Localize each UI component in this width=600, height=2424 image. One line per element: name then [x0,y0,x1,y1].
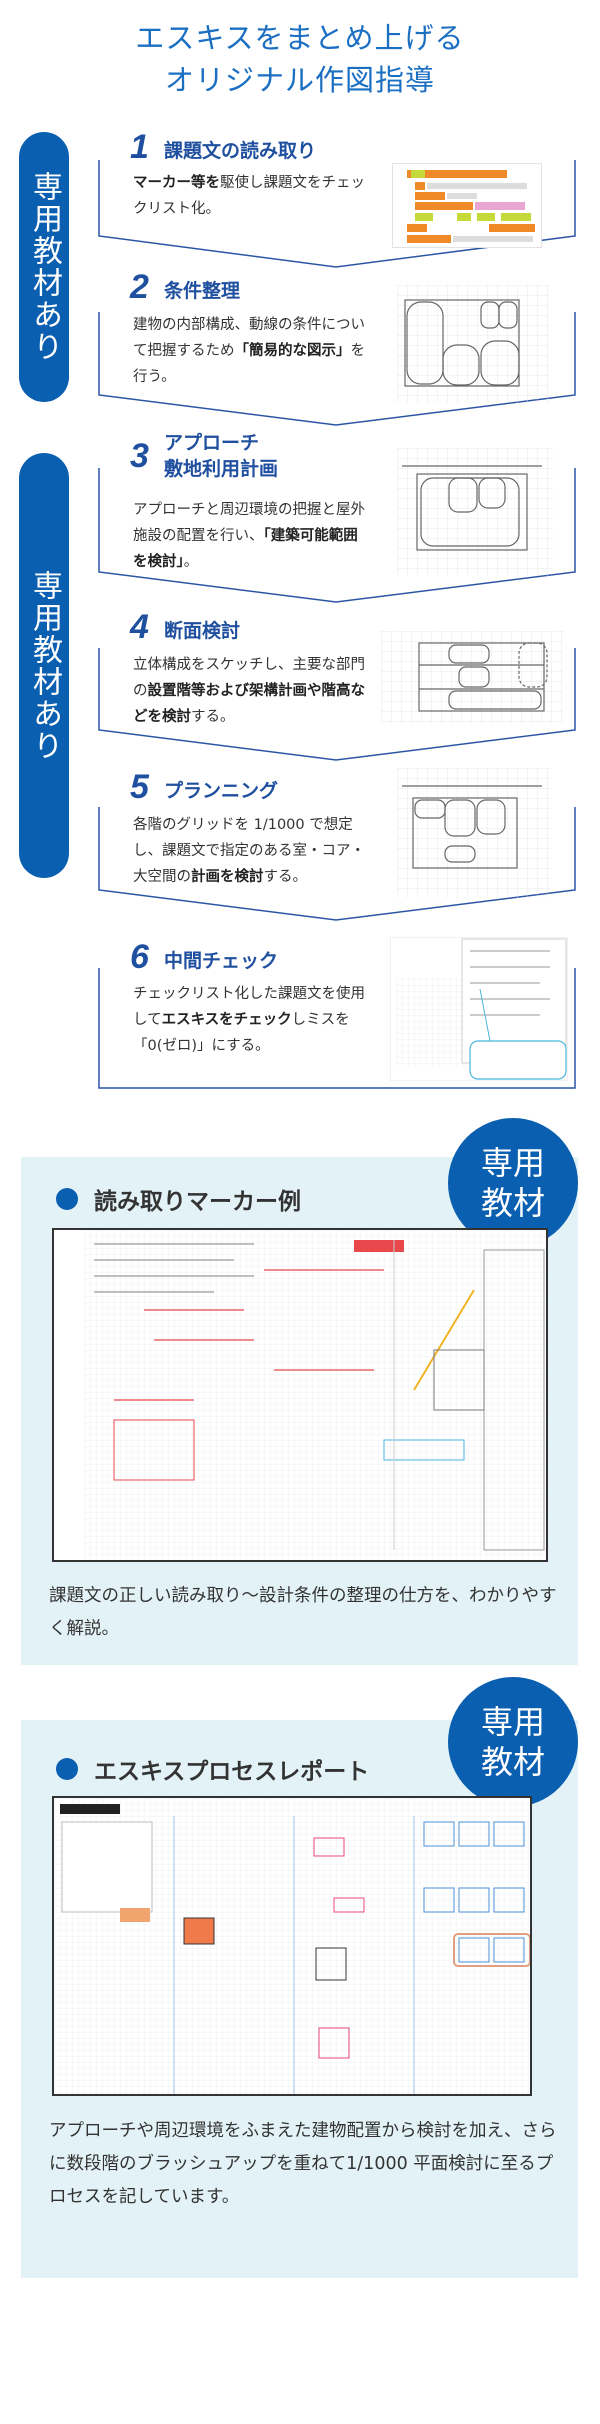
step-label: 課題文の読み取り [164,140,317,162]
step-number: 6 [130,938,149,976]
bullet-dot-icon [56,1188,78,1210]
step-6-title: 6 中間チェック [130,940,278,974]
condition-sketch-image [397,285,549,403]
step-label: プランニング [164,780,279,802]
step-label: アプローチ 敷地利用計画 [164,432,279,480]
page-title-line-2: オリジナル作図指導 [164,63,435,97]
section-description: アプローチや周辺環境をふまえた建物配置から検討を加え、さらに数段階のブラッシュア… [49,2121,557,2207]
page-title-line-1: エスキスをまとめ上げる [135,21,465,55]
planning-sketch-image [397,768,551,898]
esquisse-report-document-image [52,1796,532,2096]
step-flow-outline [98,160,576,1089]
step-label: 断面検討 [164,620,241,642]
step-number: 1 [130,128,149,166]
step-number: 3 [130,437,149,475]
section-heading: エスキスプロセスレポート [56,1752,369,1786]
side-label-dedicated-material: 専用教材あり [19,132,69,402]
section-sketch-image [381,631,563,723]
bullet-dot-icon [56,1758,78,1780]
marker-example-document-image [52,1228,548,1562]
step-number: 4 [130,608,149,646]
step-4-description: 立体構成をスケッチし、主要な部門の設置階等および架構計画や階高などを検討する。 [133,657,365,725]
marker-text-image [392,163,542,248]
side-label-dedicated-material: 専用教材あり [19,453,69,878]
step-5-description: 各階のグリッドを 1/1000 で想定し、課題文で指定のある室・コア・大空間の計… [133,817,365,885]
dedicated-material-badge: 専用教材 [448,1118,578,1248]
dedicated-material-badge: 専用教材 [448,1677,578,1807]
section-heading: 読み取りマーカー例 [56,1182,301,1216]
step-2-title: 2 条件整理 [130,270,240,304]
step-3-title: 3 アプローチ 敷地利用計画 [130,430,284,482]
step-4-title: 4 断面検討 [130,610,240,644]
step-1-title: 1 課題文の読み取り [130,130,316,164]
step-label: 条件整理 [164,280,241,302]
step-3-description: アプローチと周辺環境の把握と屋外施設の配置を行い、「建築可能範囲を検討」。 [133,502,365,570]
step-6-description: チェックリスト化した課題文を使用してエスキスをチェックしミスを「0(ゼロ)」にす… [133,986,365,1054]
section-description: 課題文の正しい読み取り～設計条件の整理の仕方を、わかりやすく解説。 [49,1586,557,1639]
step-5-title: 5 プランニング [130,770,278,804]
step-label: 中間チェック [164,950,279,972]
step-number: 5 [130,768,149,806]
step-2-description: 建物の内部構成、動線の条件について把握するため「簡易的な図示」を行う。 [133,317,365,385]
step-1-description: マーカー等を駆使し課題文をチェックリスト化。 [133,175,365,217]
step-number: 2 [130,268,149,306]
midterm-check-image [390,937,568,1081]
site-plan-sketch-image [397,448,553,576]
